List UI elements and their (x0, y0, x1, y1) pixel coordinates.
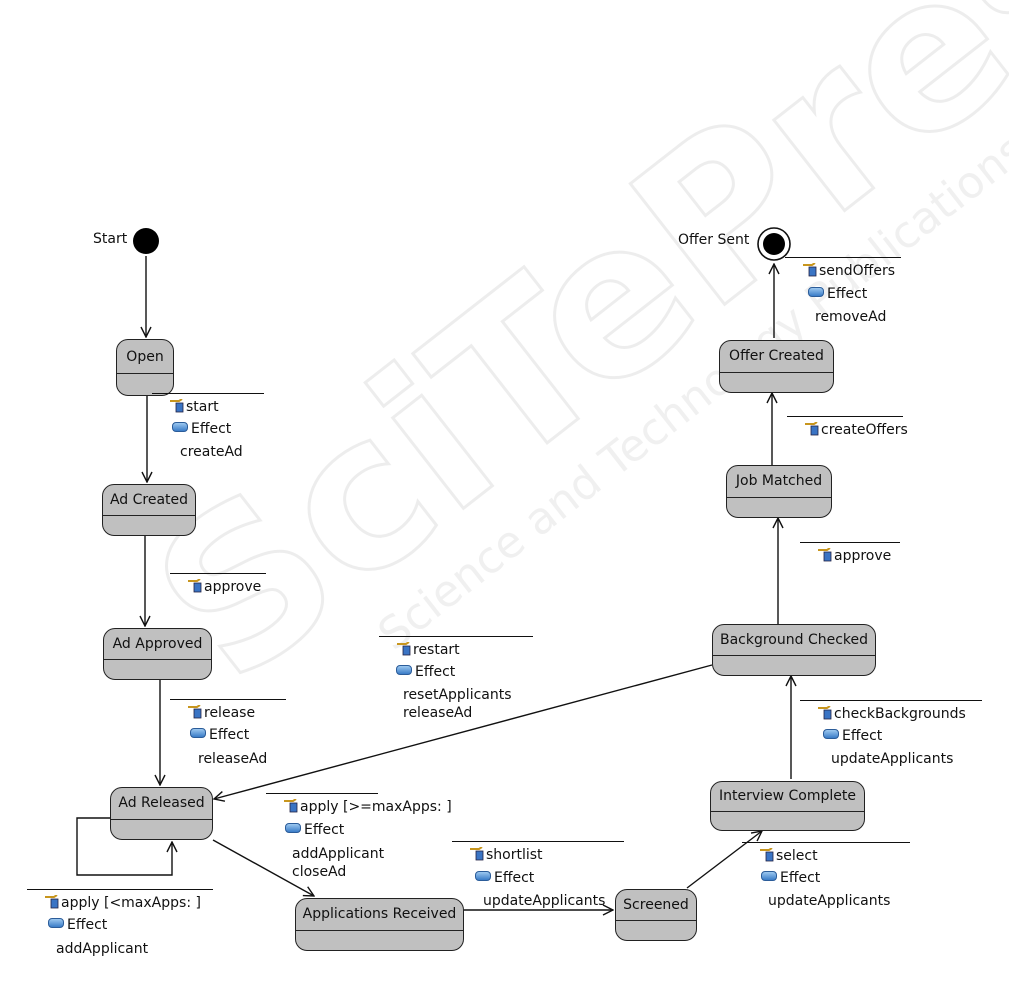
trigger-shortlist: shortlist (452, 841, 624, 863)
effect-shortlist: Effect (475, 870, 534, 886)
effect-start: Effect (172, 421, 231, 437)
state-name: Screened (623, 897, 689, 913)
effect-text-select: updateApplicants (768, 893, 891, 909)
state-name: Open (126, 348, 164, 365)
trigger-release: release (170, 699, 286, 721)
trigger-check-backgrounds: checkBackgrounds (800, 700, 982, 722)
trigger-create-offers: createOffers (787, 416, 908, 438)
effect-icon (761, 871, 777, 881)
trigger-apply-lt: apply [<maxApps: ] (27, 889, 213, 911)
trigger-icon (188, 579, 202, 593)
effect-text-start: createAd (180, 444, 243, 460)
final-node-inner (763, 233, 785, 255)
state-name: Job Matched (735, 473, 823, 490)
trigger-icon (470, 847, 484, 861)
trigger-send-offers: sendOffers (785, 257, 901, 279)
state-screened[interactable]: Screened (615, 889, 697, 941)
initial-node (133, 228, 159, 254)
effect-text-apply-ge: addApplicant closeAd (292, 846, 385, 880)
state-name: Applications Received (302, 906, 457, 923)
start-label: Start (93, 231, 128, 247)
effect-text-send-offers: removeAd (815, 309, 887, 325)
effect-text-apply-lt: addApplicant (56, 941, 149, 957)
trigger-icon (397, 642, 411, 656)
effect-select: Effect (761, 870, 820, 886)
effect-apply-ge: Effect (285, 822, 344, 838)
trigger-icon (170, 399, 184, 413)
effect-restart: Effect (396, 664, 455, 680)
state-open[interactable]: Open (116, 339, 174, 396)
state-ad-approved[interactable]: Ad Approved (103, 628, 212, 680)
effect-icon (190, 728, 206, 738)
trigger-apply-ge: apply [>=maxApps: ] (266, 793, 452, 815)
state-ad-created[interactable]: Ad Created (102, 484, 196, 536)
edge-adreleased-self (76, 817, 172, 876)
effect-apply-lt: Effect (48, 917, 107, 933)
state-ad-released[interactable]: Ad Released (110, 787, 213, 840)
trigger-icon (805, 422, 819, 436)
trigger-icon (803, 263, 817, 277)
state-name: Interview Complete (718, 788, 857, 805)
effect-icon (285, 823, 301, 833)
effect-check-backgrounds: Effect (823, 728, 882, 744)
end-label: Offer Sent (678, 232, 750, 248)
state-offer-created[interactable]: Offer Created (719, 340, 834, 393)
trigger-approve-2: approve (800, 542, 900, 564)
effect-icon (396, 665, 412, 675)
state-name: Background Checked (719, 632, 869, 648)
effect-icon (172, 422, 188, 432)
effect-text-release: releaseAd (198, 751, 268, 767)
effect-icon (808, 287, 824, 297)
trigger-icon (818, 548, 832, 562)
state-name: Ad Approved (112, 636, 203, 652)
trigger-icon (284, 799, 298, 813)
state-interview-complete[interactable]: Interview Complete (710, 781, 865, 831)
edge-adreleased-appsreceived (212, 839, 314, 896)
effect-text-restart: resetApplicants releaseAd (403, 687, 512, 721)
trigger-icon (188, 705, 202, 719)
effect-text-shortlist: updateApplicants (483, 893, 606, 909)
trigger-icon (760, 848, 774, 862)
effect-icon (475, 871, 491, 881)
state-job-matched[interactable]: Job Matched (726, 465, 832, 518)
trigger-select: select (742, 842, 910, 864)
trigger-restart: restart (379, 636, 533, 658)
state-name: Offer Created (729, 348, 824, 365)
effect-send-offers: Effect (808, 286, 867, 302)
state-name: Ad Created (109, 492, 189, 508)
edge-screened-interview (686, 831, 762, 889)
effect-text-check-backgrounds: updateApplicants (831, 751, 954, 767)
effect-icon (48, 918, 64, 928)
trigger-icon (45, 895, 59, 909)
trigger-start: start (152, 393, 264, 415)
effect-release: Effect (190, 727, 249, 743)
effect-icon (823, 729, 839, 739)
trigger-approve-1: approve (170, 573, 266, 595)
trigger-icon (818, 706, 832, 720)
state-name: Ad Released (118, 795, 205, 812)
state-background-checked[interactable]: Background Checked (712, 624, 876, 676)
edge-bgchecked-adreleased (214, 664, 713, 799)
state-applications-received[interactable]: Applications Received (295, 898, 464, 951)
